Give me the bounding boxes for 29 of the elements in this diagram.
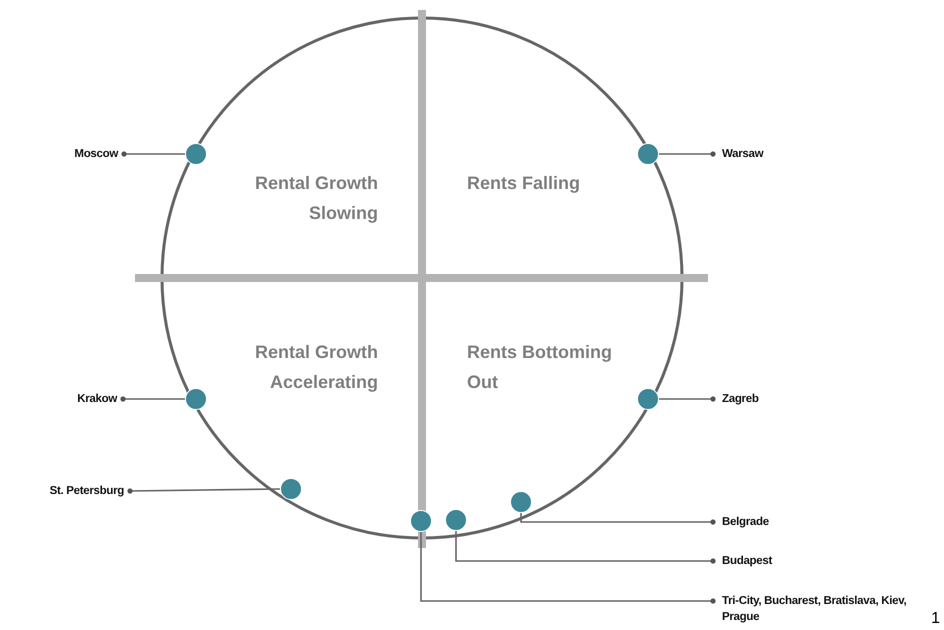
- city-label: Belgrade: [713, 514, 769, 530]
- quadrant-label: Rental Growth Slowing: [208, 168, 378, 228]
- leader-line: [120, 396, 185, 402]
- marker-dot: [280, 478, 302, 500]
- marker-dot: [637, 388, 659, 410]
- marker-dot: [637, 143, 659, 165]
- leader-line: [659, 396, 716, 402]
- quadrant-label: Rental Growth Accelerating: [208, 337, 378, 397]
- leader-line: [121, 151, 185, 157]
- leader-line: [127, 488, 280, 494]
- city-label: St. Petersburg: [50, 483, 130, 499]
- city-label: Budapest: [713, 553, 772, 569]
- leader-line: [420, 532, 716, 604]
- city-label: Warsaw: [713, 146, 764, 162]
- city-label: Zagreb: [713, 391, 759, 407]
- leader-line: [520, 513, 716, 525]
- leader-line: [659, 151, 716, 157]
- marker-dot: [185, 143, 207, 165]
- marker-dot: [410, 510, 432, 532]
- marker-dot: [185, 388, 207, 410]
- page-number: 1: [931, 610, 940, 628]
- marker-dot: [445, 509, 467, 531]
- leader-line: [455, 531, 716, 564]
- quadrant-label: Rents Bottoming Out: [467, 337, 637, 397]
- city-label: Moscow: [74, 146, 124, 162]
- city-label: Tri-City, Bucharest, Bratislava, Kiev, Prague: [713, 593, 927, 625]
- city-label: Krakow: [77, 391, 123, 407]
- quadrant-label: Rents Falling: [467, 168, 637, 198]
- marker-dot: [510, 491, 532, 513]
